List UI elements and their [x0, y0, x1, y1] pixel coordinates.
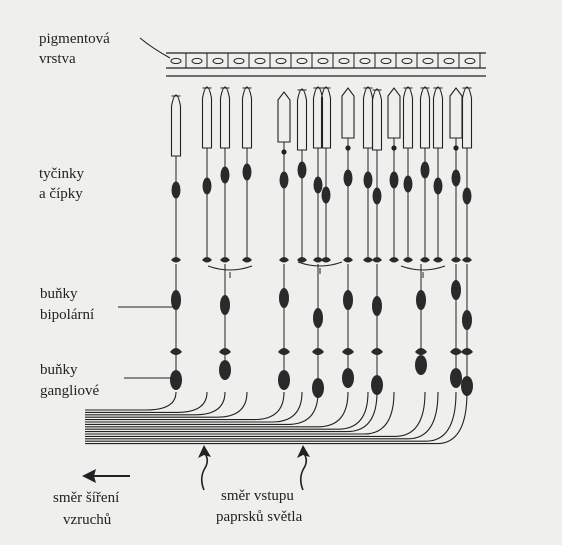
- ganglion-cell: [450, 368, 462, 388]
- label-rods-cones-2: a čípky: [39, 186, 83, 202]
- receptor-soma: [364, 172, 373, 189]
- receptor-soma: [452, 170, 461, 187]
- receptor-soma: [243, 164, 252, 181]
- label-ganglion-cells-2: gangliové: [40, 383, 99, 399]
- receptor-soma: [344, 170, 353, 187]
- label-pigment-layer-2: vrstva: [39, 51, 76, 67]
- receptor-soma: [298, 162, 307, 179]
- bipolar-cell: [462, 310, 472, 330]
- label-ganglion-cells: buňky: [40, 362, 78, 378]
- receptor-soma: [390, 172, 399, 189]
- receptor-soma: [280, 172, 289, 189]
- label-impulse-direction: směr šíření: [53, 490, 119, 506]
- label-bipolar-cells: buňky: [40, 286, 78, 302]
- bipolar-cell: [343, 290, 353, 310]
- ganglion-cell: [415, 355, 427, 375]
- ganglion-cell: [219, 360, 231, 380]
- ganglion-cell: [278, 370, 290, 390]
- receptor-soma: [172, 182, 181, 199]
- bipolar-cell: [220, 295, 230, 315]
- bipolar-cell: [451, 280, 461, 300]
- ganglion-cell: [342, 368, 354, 388]
- receptor-soma: [373, 188, 382, 205]
- label-pigment-layer: pigmentová: [39, 31, 110, 47]
- label-light-direction-2: paprsků světla: [216, 509, 303, 525]
- label-impulse-direction-2: vzruchů: [63, 512, 112, 528]
- receptor-soma: [404, 176, 413, 193]
- bipolar-cell: [279, 288, 289, 308]
- label-light-direction: směr vstupu: [221, 488, 294, 504]
- receptor-soma: [314, 177, 323, 194]
- label-bipolar-cells-2: bipolární: [40, 307, 94, 323]
- label-rods-cones: tyčinky: [39, 166, 84, 182]
- ganglion-cell: [170, 370, 182, 390]
- receptor-soma: [322, 187, 331, 204]
- bipolar-cell: [313, 308, 323, 328]
- receptor-soma: [203, 178, 212, 195]
- bipolar-cell: [372, 296, 382, 316]
- receptor-soma: [421, 162, 430, 179]
- bipolar-cell: [416, 290, 426, 310]
- receptor-soma: [221, 167, 230, 184]
- receptor-soma: [434, 178, 443, 195]
- receptor-soma: [463, 188, 472, 205]
